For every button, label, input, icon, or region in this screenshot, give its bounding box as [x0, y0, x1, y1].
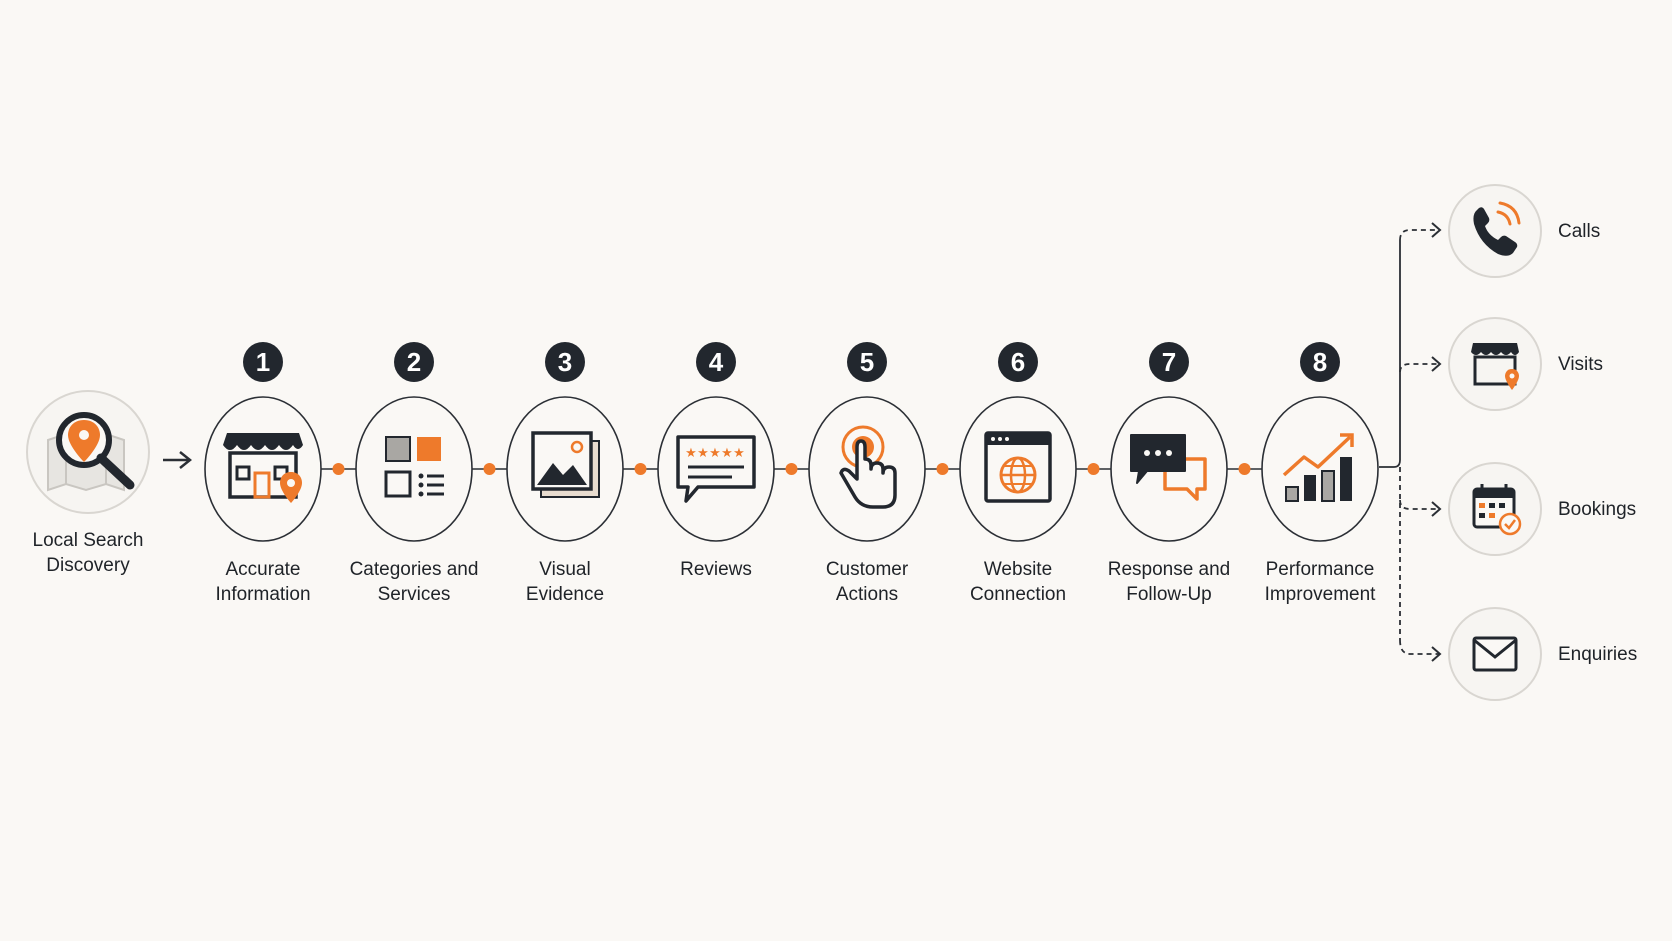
- step-badge: [243, 342, 283, 382]
- step-label-line1: Website: [983, 559, 1053, 580]
- storefront-pin-icon: [223, 433, 303, 503]
- step-badge: [998, 342, 1038, 382]
- browser-globe-icon: [984, 431, 1052, 503]
- connector-dot: [483, 463, 496, 475]
- step-circle: [204, 396, 322, 542]
- step-badge-number: 4: [709, 347, 724, 377]
- step-label-line2: Connection: [969, 584, 1067, 605]
- step-badge-number: 7: [1162, 347, 1176, 377]
- step-badge: [847, 342, 887, 382]
- star-review-icon: ★ ★ ★ ★ ★: [676, 435, 756, 503]
- step-circle: [1261, 396, 1379, 542]
- outcome-label-enquiries: Enquiries: [1558, 644, 1638, 665]
- step-label-line1: Response and: [1107, 559, 1231, 580]
- step-badge-number: 1: [256, 347, 270, 377]
- outcome-label-visits: Visits: [1558, 354, 1604, 375]
- svg-text:★: ★: [697, 446, 709, 461]
- phone-icon: [1473, 201, 1521, 256]
- step-badge: [394, 342, 434, 382]
- outcome-visits: [1448, 317, 1542, 411]
- step-badge: [545, 342, 585, 382]
- connector-dot: [634, 463, 647, 475]
- step-label-line2: Actions: [835, 584, 899, 605]
- step-label-line2: Services: [377, 584, 451, 605]
- map-search-pin-icon: [47, 412, 135, 492]
- outcome-label-bookings: Bookings: [1558, 499, 1637, 520]
- step-label-4: Reviews: [636, 557, 796, 582]
- step-badge-number: 8: [1313, 347, 1327, 377]
- connector-dot: [1238, 463, 1251, 475]
- connector-dot: [1087, 463, 1100, 475]
- step-node-8: 8: [1261, 342, 1379, 542]
- step-badge: [696, 342, 736, 382]
- step-connectors: [321, 463, 1262, 475]
- svg-text:★: ★: [709, 446, 721, 461]
- step-badge: [1149, 342, 1189, 382]
- step-badge-number: 6: [1011, 347, 1025, 377]
- step-circle: [355, 396, 473, 542]
- start-arrow: [163, 451, 193, 469]
- step-label-line1: Categories and: [349, 559, 479, 580]
- outcome-branches: [1379, 222, 1442, 662]
- calendar-check-icon: [1472, 484, 1522, 536]
- connector-dot: [936, 463, 949, 475]
- store-visit-icon: [1471, 343, 1519, 390]
- growth-chart-icon: [1282, 433, 1354, 502]
- chat-bubbles-icon: [1130, 434, 1207, 501]
- step-label-line1: Reviews: [680, 559, 752, 580]
- start-label-line1: Local Search: [32, 530, 144, 551]
- step-badge-number: 5: [860, 347, 874, 377]
- step-badge-number: 3: [558, 347, 572, 377]
- svg-text:★: ★: [733, 446, 745, 461]
- start-label-line2: Discovery: [46, 555, 130, 576]
- connector-dot: [332, 463, 345, 475]
- step-label-line1: Accurate: [225, 559, 301, 580]
- step-label-line2: Follow-Up: [1126, 584, 1212, 605]
- svg-text:★: ★: [685, 446, 697, 461]
- step-label-line1: Visual: [539, 559, 591, 580]
- outcome-label-calls: Calls: [1558, 221, 1601, 242]
- tap-hand-icon: [839, 425, 897, 509]
- connector-dot: [785, 463, 798, 475]
- svg-text:★: ★: [721, 446, 733, 461]
- step-label-line2: Evidence: [525, 584, 605, 605]
- photo-gallery-icon: [531, 431, 600, 498]
- start-label: Local Search Discovery: [18, 528, 158, 578]
- step-label-line2: Improvement: [1264, 584, 1376, 605]
- step-label-line2: Information: [215, 584, 311, 605]
- step-node-2: 2: [355, 342, 473, 542]
- step-badge-number: 2: [407, 347, 421, 377]
- step-label-line1: Performance: [1265, 559, 1375, 580]
- step-label-line1: Customer: [825, 559, 909, 580]
- outcome-calls: [1448, 184, 1542, 278]
- step-badge: [1300, 342, 1340, 382]
- category-grid-icon: [384, 436, 444, 498]
- outcome-enquiries: [1448, 607, 1542, 701]
- envelope-icon: [1472, 636, 1518, 672]
- outcome-bookings: [1448, 462, 1542, 556]
- start-node: [26, 390, 150, 514]
